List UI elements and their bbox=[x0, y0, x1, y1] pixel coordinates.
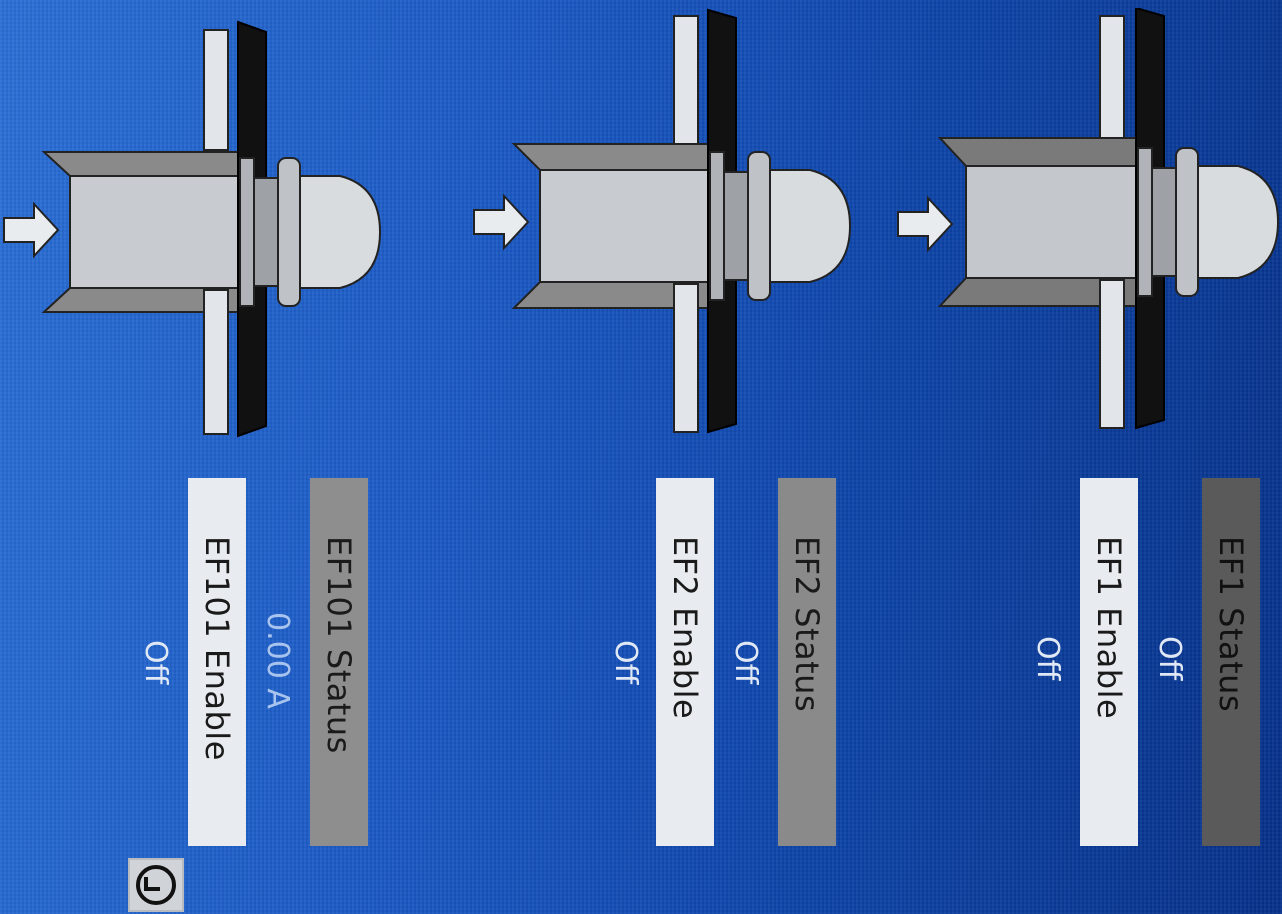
ef2-enable-text: EF2 Enable bbox=[666, 536, 704, 720]
airflow-arrow-icon bbox=[473, 193, 530, 251]
clock-icon bbox=[136, 865, 176, 905]
ef2-status-text: EF2 Status bbox=[788, 536, 826, 713]
ef1-enable-text: EF1 Enable bbox=[1090, 536, 1128, 720]
ef2-enable-button[interactable]: EF2 Enable bbox=[656, 478, 714, 846]
exhaust-fan-ef2[interactable] bbox=[470, 8, 860, 438]
ef1-status-value: Off bbox=[1152, 636, 1187, 681]
airflow-arrow-icon bbox=[3, 201, 60, 259]
ef101-current-value: 0.00 A bbox=[260, 612, 295, 709]
exhaust-fan-ef101[interactable] bbox=[0, 8, 390, 438]
exhaust-fan-icon bbox=[937, 8, 1280, 430]
airflow-arrow-icon bbox=[897, 195, 954, 253]
ef1-status-label[interactable]: EF1 Status bbox=[1202, 478, 1260, 846]
ef1-enable-button[interactable]: EF1 Enable bbox=[1080, 478, 1138, 846]
ef2-status-label[interactable]: EF2 Status bbox=[778, 478, 836, 846]
ef101-enable-text: EF101 Enable bbox=[198, 536, 236, 761]
exhaust-fan-icon bbox=[511, 8, 852, 434]
exhaust-fan-icon bbox=[41, 20, 382, 438]
exhaust-fan-ef1[interactable] bbox=[892, 8, 1282, 438]
ef1-enable-value: Off bbox=[1030, 636, 1065, 681]
ef101-enable-button[interactable]: EF101 Enable bbox=[188, 478, 246, 846]
schedule-button[interactable] bbox=[128, 858, 184, 912]
ef2-status-value: Off bbox=[728, 640, 763, 685]
ef101-status-label[interactable]: EF101 Status bbox=[310, 478, 368, 846]
ef1-status-text: EF1 Status bbox=[1212, 536, 1250, 713]
ef101-status-text: EF101 Status bbox=[320, 536, 358, 754]
ef101-enable-value: Off bbox=[138, 640, 173, 685]
ef2-enable-value: Off bbox=[608, 640, 643, 685]
